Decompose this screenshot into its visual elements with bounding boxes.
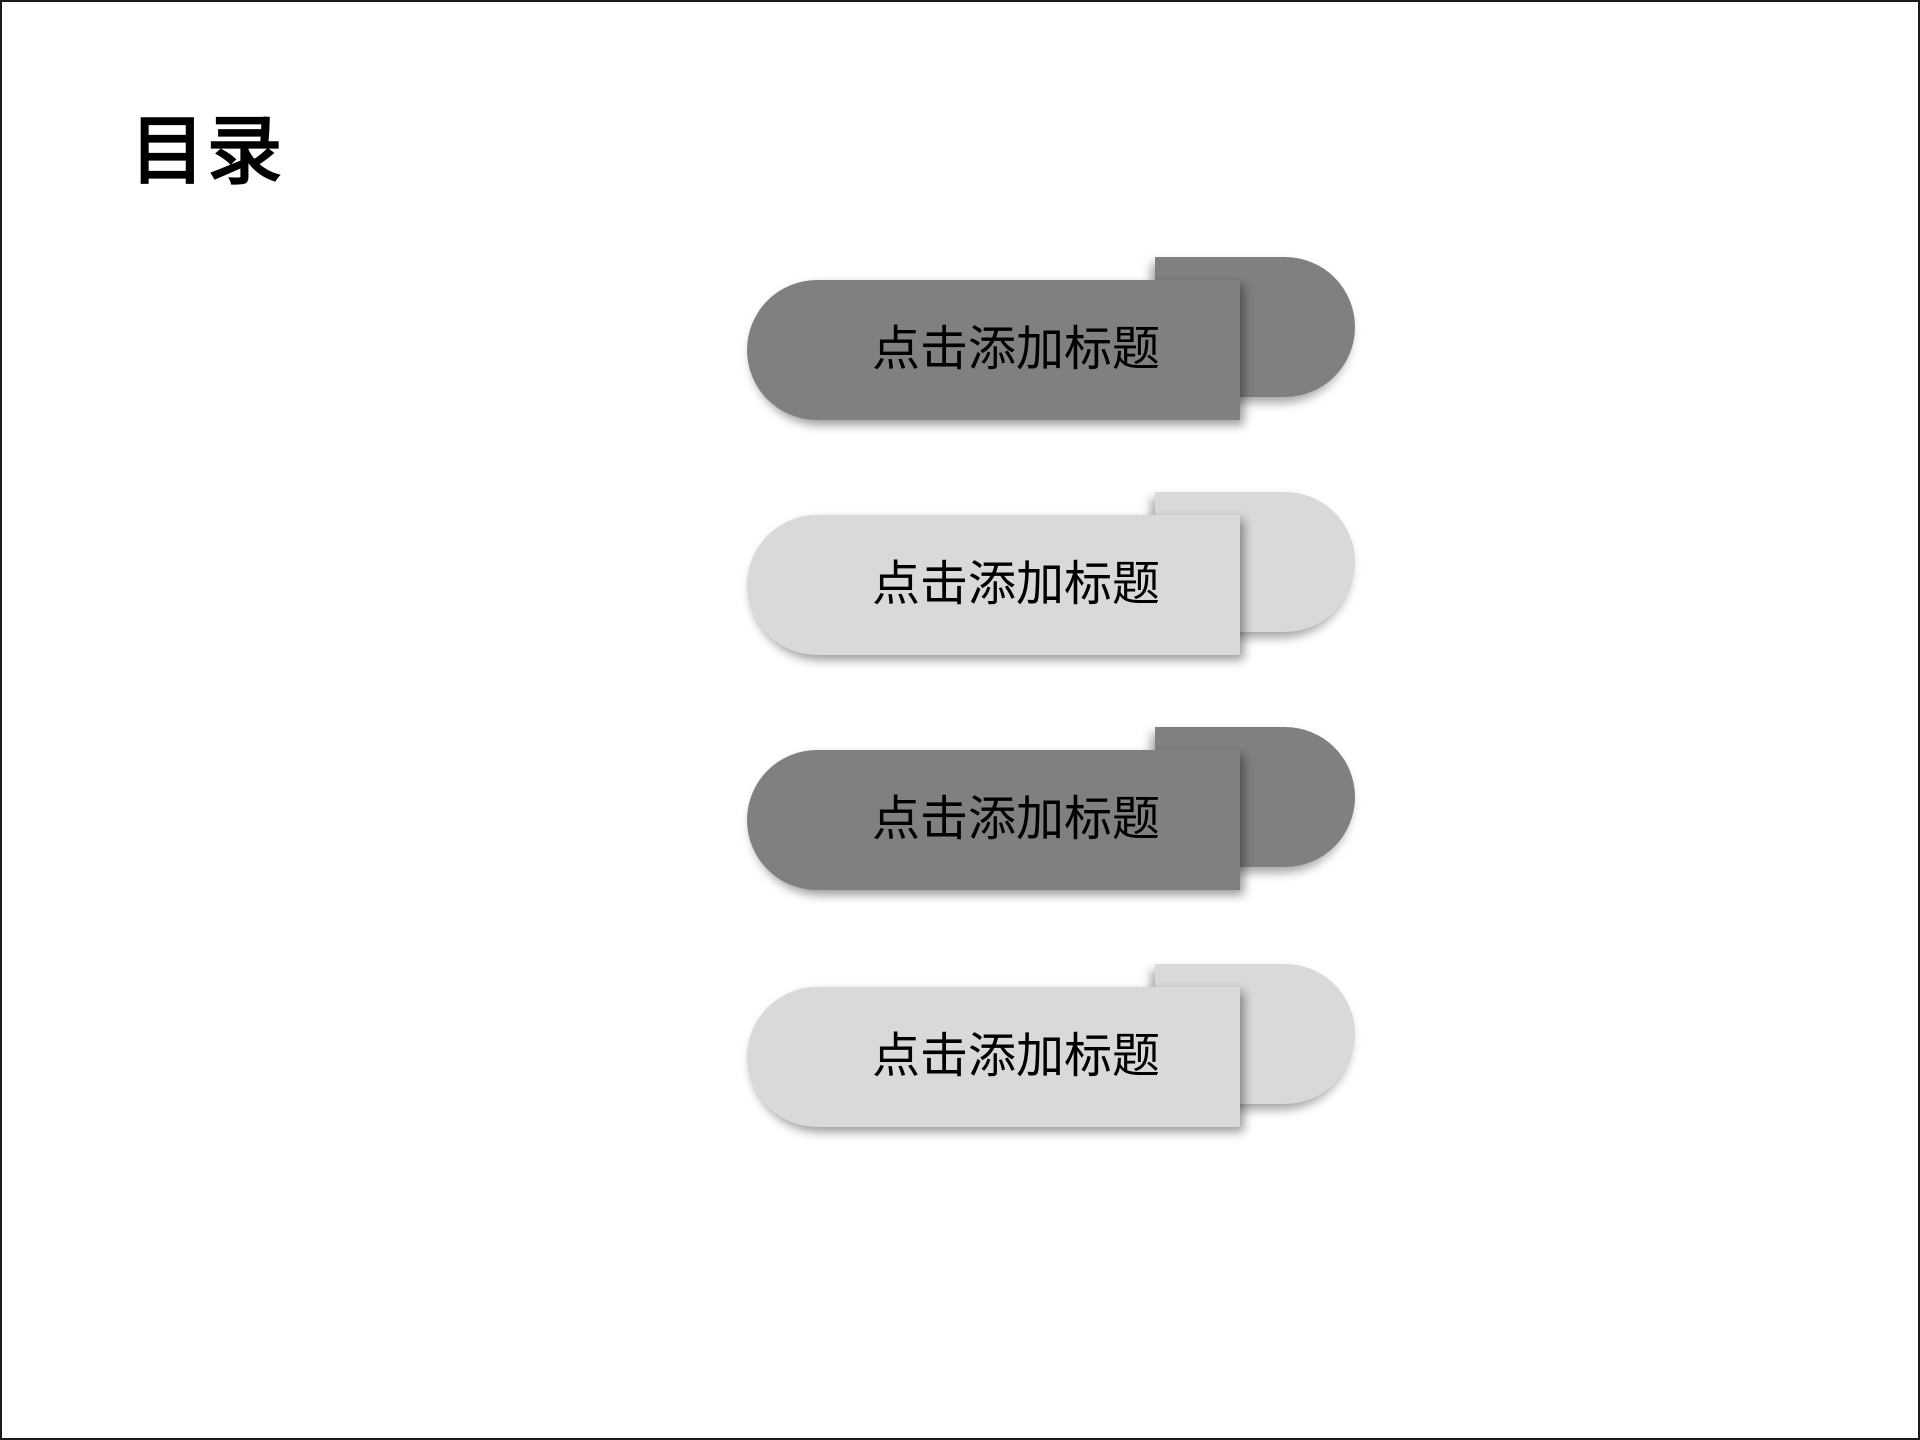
- toc-item-1[interactable]: 点击添加标题: [747, 257, 1355, 420]
- toc-item-1-label: 点击添加标题: [871, 323, 1160, 376]
- toc-item-3-label: 点击添加标题: [871, 793, 1160, 846]
- toc-item-2[interactable]: 点击添加标题: [747, 492, 1355, 655]
- toc-item-4-label: 点击添加标题: [871, 1030, 1160, 1083]
- toc-item-3[interactable]: 点击添加标题: [747, 727, 1355, 890]
- toc-item-4-body: 点击添加标题: [747, 987, 1240, 1127]
- toc-item-2-label: 点击添加标题: [871, 558, 1160, 611]
- page-title: 目录: [130, 109, 285, 193]
- toc-item-3-body: 点击添加标题: [747, 750, 1240, 890]
- toc-item-1-body: 点击添加标题: [747, 280, 1240, 420]
- toc-item-4[interactable]: 点击添加标题: [747, 964, 1355, 1127]
- toc-item-2-body: 点击添加标题: [747, 515, 1240, 655]
